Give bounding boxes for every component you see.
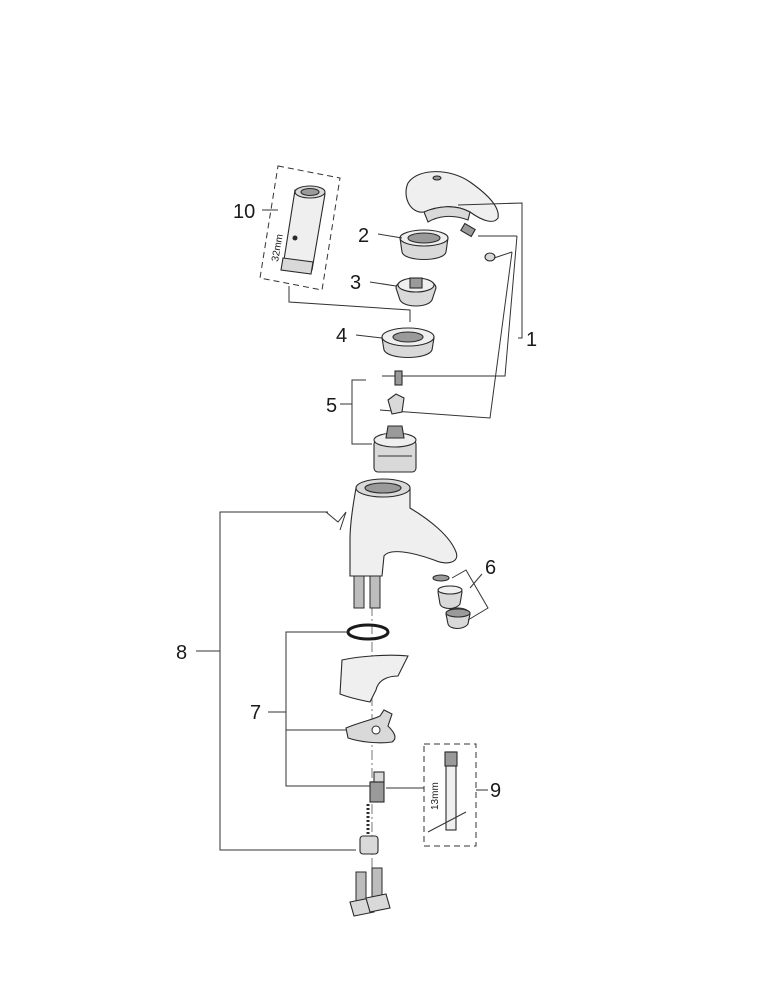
key-size-label: 13mm xyxy=(430,782,441,810)
callout-4: 4 xyxy=(336,325,347,347)
callout-6: 6 xyxy=(485,557,496,579)
socket-wrench-32mm: 32mm xyxy=(259,165,341,291)
lever-handle xyxy=(405,171,499,223)
faucet-body xyxy=(349,478,458,577)
callout-2: 2 xyxy=(358,225,369,247)
horseshoe-clamp xyxy=(345,709,396,744)
threaded-stud xyxy=(369,771,385,803)
small-screw xyxy=(394,370,403,386)
aerator-washer xyxy=(432,574,450,582)
callout-9: 9 xyxy=(490,780,501,802)
ceramic-cartridge xyxy=(373,425,417,473)
connection-nut xyxy=(359,835,379,855)
supply-hoses xyxy=(353,575,381,609)
hose-fittings xyxy=(349,867,391,917)
mounting-flange xyxy=(339,654,409,703)
o-ring xyxy=(346,623,390,641)
callout-3: 3 xyxy=(350,272,361,294)
cartridge-nut xyxy=(381,327,435,359)
cap-plug xyxy=(484,252,496,262)
hex-key-13mm: 13mm xyxy=(423,743,477,847)
aerator xyxy=(437,585,463,610)
grub-screw xyxy=(460,222,476,238)
callout-1: 1 xyxy=(526,329,537,351)
callout-10: 10 xyxy=(233,201,255,223)
callout-8: 8 xyxy=(176,642,187,664)
lever-adapter-block xyxy=(387,393,405,415)
callout-7: 7 xyxy=(250,702,261,724)
cover-cap xyxy=(399,229,449,261)
aerator-insert xyxy=(445,607,471,630)
callout-5: 5 xyxy=(326,395,337,417)
cartridge-adapter xyxy=(395,277,437,307)
wrench-size-label: 32mm xyxy=(270,233,286,262)
lift-rod-clip xyxy=(325,511,347,531)
